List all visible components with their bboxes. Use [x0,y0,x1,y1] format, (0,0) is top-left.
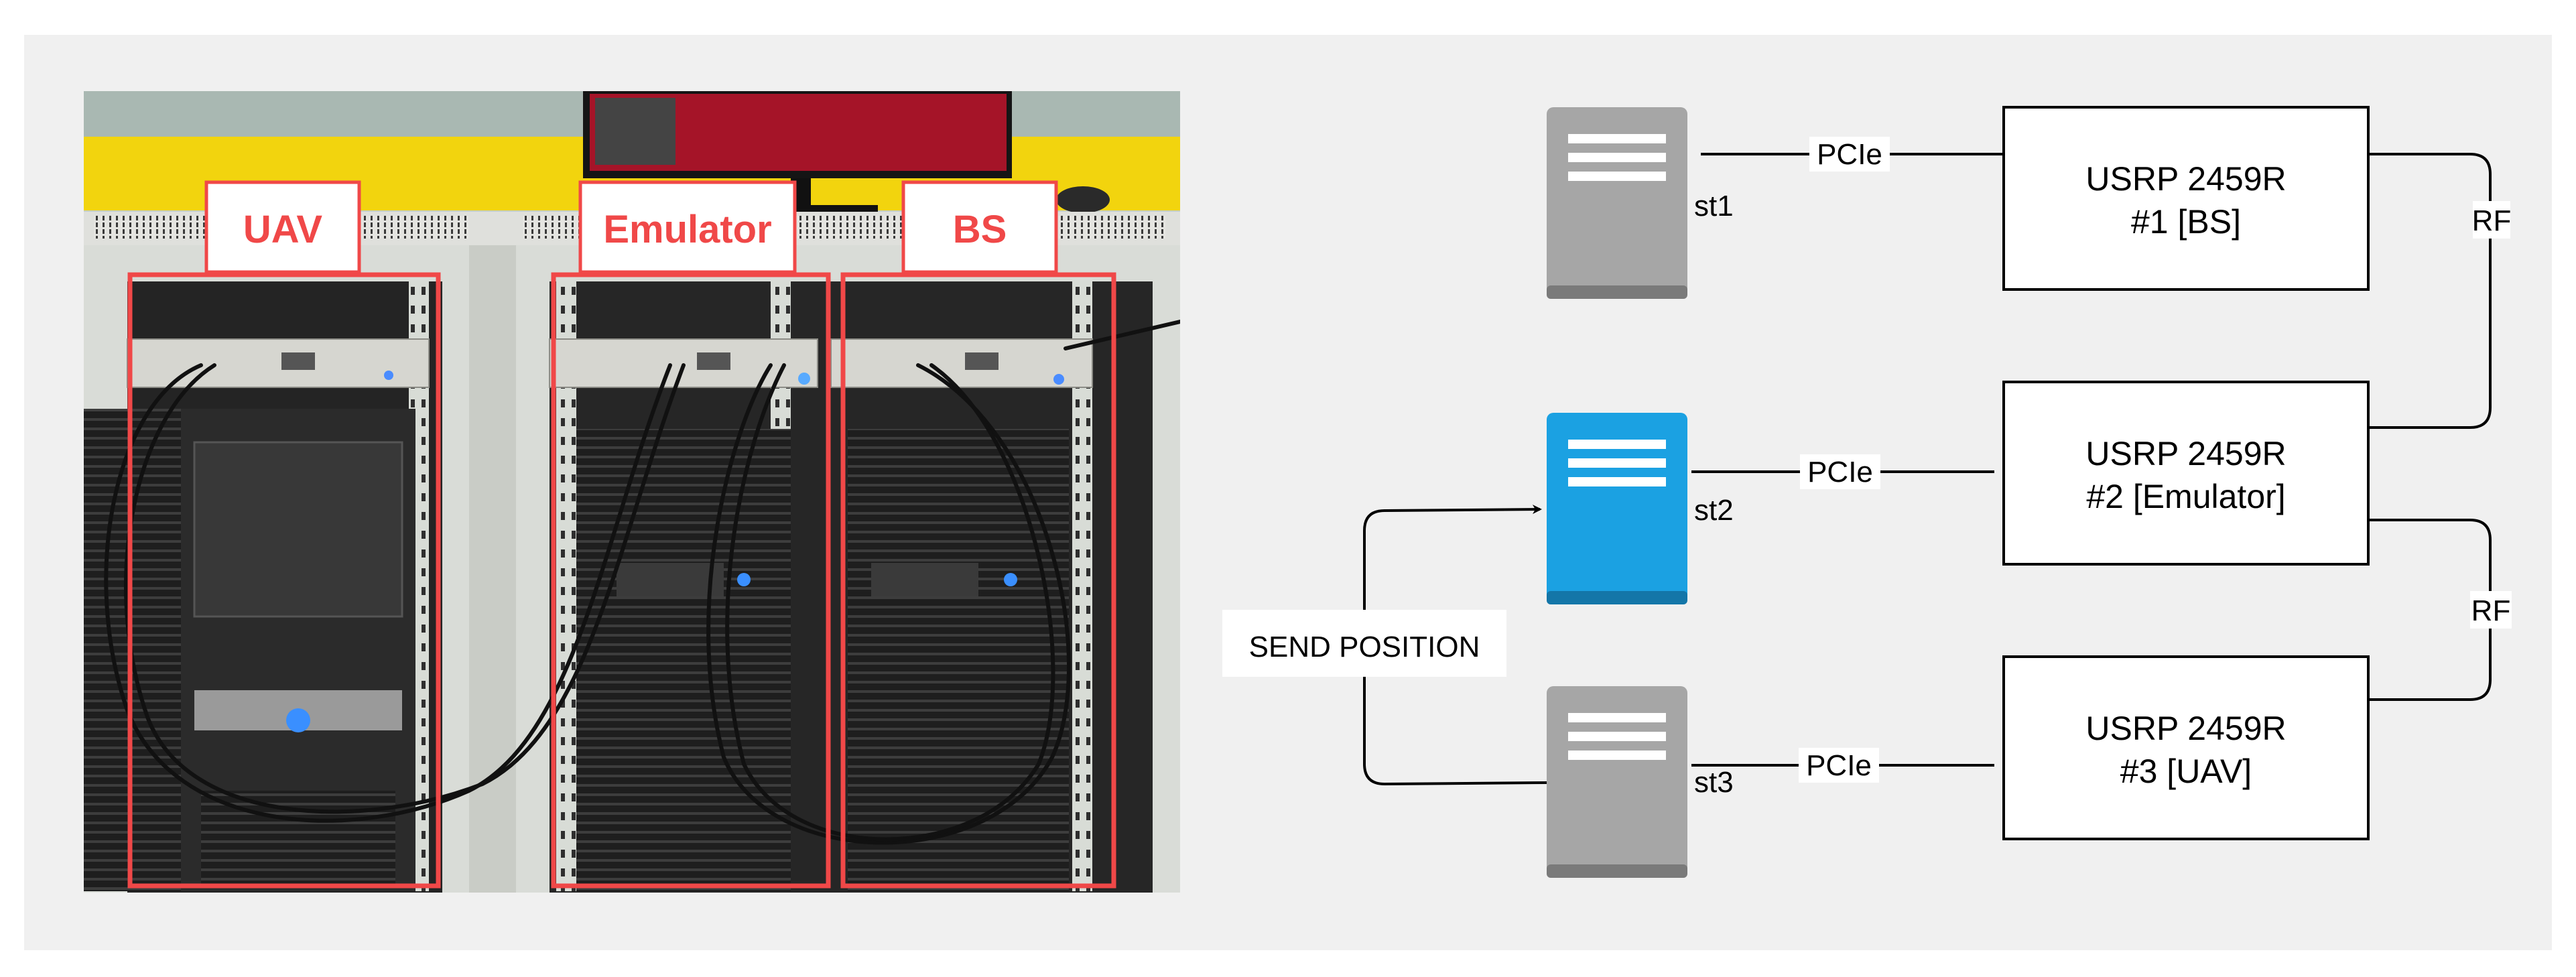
usrp-2-box: USRP 2459R #2 [Emulator] [2002,381,2370,566]
server-st1-icon [1547,107,1687,299]
rf-label-2: RF [2470,591,2512,629]
uav-highlight-box [127,272,441,889]
station-label-st1: st1 [1694,190,1734,222]
send-position-label-box: SEND POSITION [1222,610,1506,677]
usrp-1-box: USRP 2459R #1 [BS] [2002,106,2370,291]
rf-text: RF [2472,204,2512,237]
uav-label: UAV [243,208,322,251]
pcie-label-2: PCIe [1800,454,1880,489]
usrp-3-line1: USRP 2459R [2085,710,2286,747]
usrp-3-line2: #3 [UAV] [2120,753,2252,790]
system-diagram: st1 st2 st3 PCIe PCIe PCIe RF RF SEND PO… [1222,106,2512,878]
station-label-st2: st2 [1694,494,1734,527]
usrp-1-line2: #1 [BS] [2131,203,2241,241]
bs-highlight-box [840,272,1116,889]
station-label-st3: st3 [1694,766,1734,799]
emulator-tag: Emulator [578,180,797,274]
emulator-highlight-box [551,272,831,889]
send-position-label: SEND POSITION [1249,631,1480,663]
bs-label: BS [953,208,1007,251]
pcie-text: PCIe [1806,749,1872,782]
lab-photo: UAV Emulator BS [84,91,1180,893]
usrp-1-line1: USRP 2459R [2085,160,2286,198]
server-st2-icon [1547,413,1687,604]
pcie-label-3: PCIe [1799,748,1879,783]
pcie-label-1: PCIe [1809,137,1890,172]
usrp-2-line2: #2 [Emulator] [2086,478,2285,515]
usrp-3-box: USRP 2459R #3 [UAV] [2002,655,2370,840]
uav-tag: UAV [204,180,361,274]
pcie-text: PCIe [1817,138,1882,171]
pcie-text: PCIe [1807,456,1873,488]
usrp-2-line1: USRP 2459R [2085,435,2286,472]
rf-label-1: RF [2472,201,2512,239]
bs-tag: BS [901,180,1058,274]
server-st3-icon [1547,686,1687,878]
emulator-label: Emulator [603,208,771,251]
rf-text: RF [2471,594,2511,627]
